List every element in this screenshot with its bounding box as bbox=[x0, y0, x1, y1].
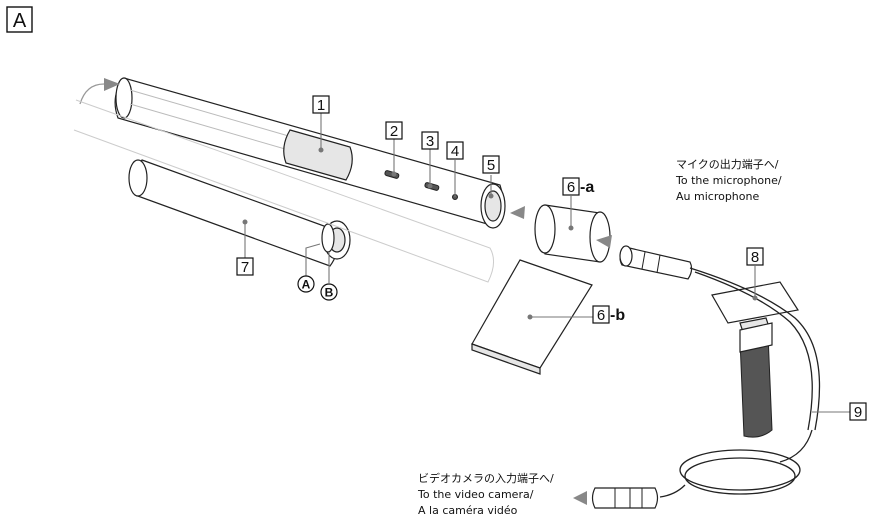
xlr-plug-mic bbox=[619, 245, 693, 280]
microphone-note-line-2: To the microphone/ bbox=[675, 174, 782, 187]
callout-4-text: 4 bbox=[451, 143, 459, 160]
windscreen bbox=[128, 159, 351, 267]
callout-9: 9 bbox=[849, 402, 867, 421]
callout-6b: 6 -b bbox=[592, 305, 625, 324]
connector-sleeve bbox=[534, 204, 611, 263]
microphone-note-line-1: マイクの出力端子へ/ bbox=[676, 157, 779, 171]
camera-direction-arrow-icon bbox=[573, 491, 587, 505]
callout-1: 1 bbox=[312, 95, 330, 114]
leader-lines bbox=[242, 113, 850, 413]
circled-b: B bbox=[320, 283, 338, 301]
microphone-body bbox=[114, 77, 506, 229]
callout-1-text: 1 bbox=[317, 97, 325, 114]
callout-2-text: 2 bbox=[390, 123, 398, 140]
plug-arrow-icon bbox=[596, 235, 612, 248]
callout-5: 5 bbox=[482, 155, 500, 174]
callout-7-text: 7 bbox=[241, 259, 249, 276]
figure-label-text: A bbox=[13, 10, 27, 32]
callout-5-text: 5 bbox=[487, 157, 495, 174]
callout-4: 4 bbox=[446, 141, 464, 160]
callout-7: 7 bbox=[236, 257, 254, 276]
camera-note-line-2: To the video camera/ bbox=[417, 488, 534, 501]
camera-note: ビデオカメラの入力端子へ/ To the video camera/ A la … bbox=[417, 471, 554, 517]
figure-label: A bbox=[6, 6, 33, 33]
callout-6a-number: 6 bbox=[567, 179, 575, 196]
circled-a-text: A bbox=[302, 278, 311, 292]
grip-holder bbox=[711, 281, 799, 438]
instruction-card bbox=[471, 259, 593, 375]
callout-6a: 6 -a bbox=[562, 177, 594, 196]
cable bbox=[659, 267, 821, 498]
insert-arrow-icon bbox=[104, 78, 120, 91]
camera-note-line-1: ビデオカメラの入力端子へ/ bbox=[418, 471, 554, 485]
callout-3-text: 3 bbox=[426, 133, 434, 150]
circled-b-text: B bbox=[325, 286, 334, 300]
callout-2: 2 bbox=[385, 121, 403, 140]
callout-6a-suffix: -a bbox=[580, 179, 594, 196]
callout-8-text: 8 bbox=[751, 249, 759, 266]
microphone-note: マイクの出力端子へ/ To the microphone/ Au microph… bbox=[675, 157, 782, 203]
xlr-plug-camera bbox=[591, 487, 659, 509]
callout-6b-suffix: -b bbox=[610, 307, 625, 324]
attach-arrow-icon bbox=[510, 206, 525, 219]
callout-6b-number: 6 bbox=[597, 307, 605, 324]
callout-3: 3 bbox=[421, 131, 439, 150]
microphone-note-line-3: Au microphone bbox=[676, 190, 759, 203]
camera-note-line-3: A la caméra vidéo bbox=[418, 504, 518, 517]
callout-9-text: 9 bbox=[854, 404, 862, 421]
callout-8: 8 bbox=[746, 247, 764, 266]
circled-a: A bbox=[297, 275, 315, 293]
